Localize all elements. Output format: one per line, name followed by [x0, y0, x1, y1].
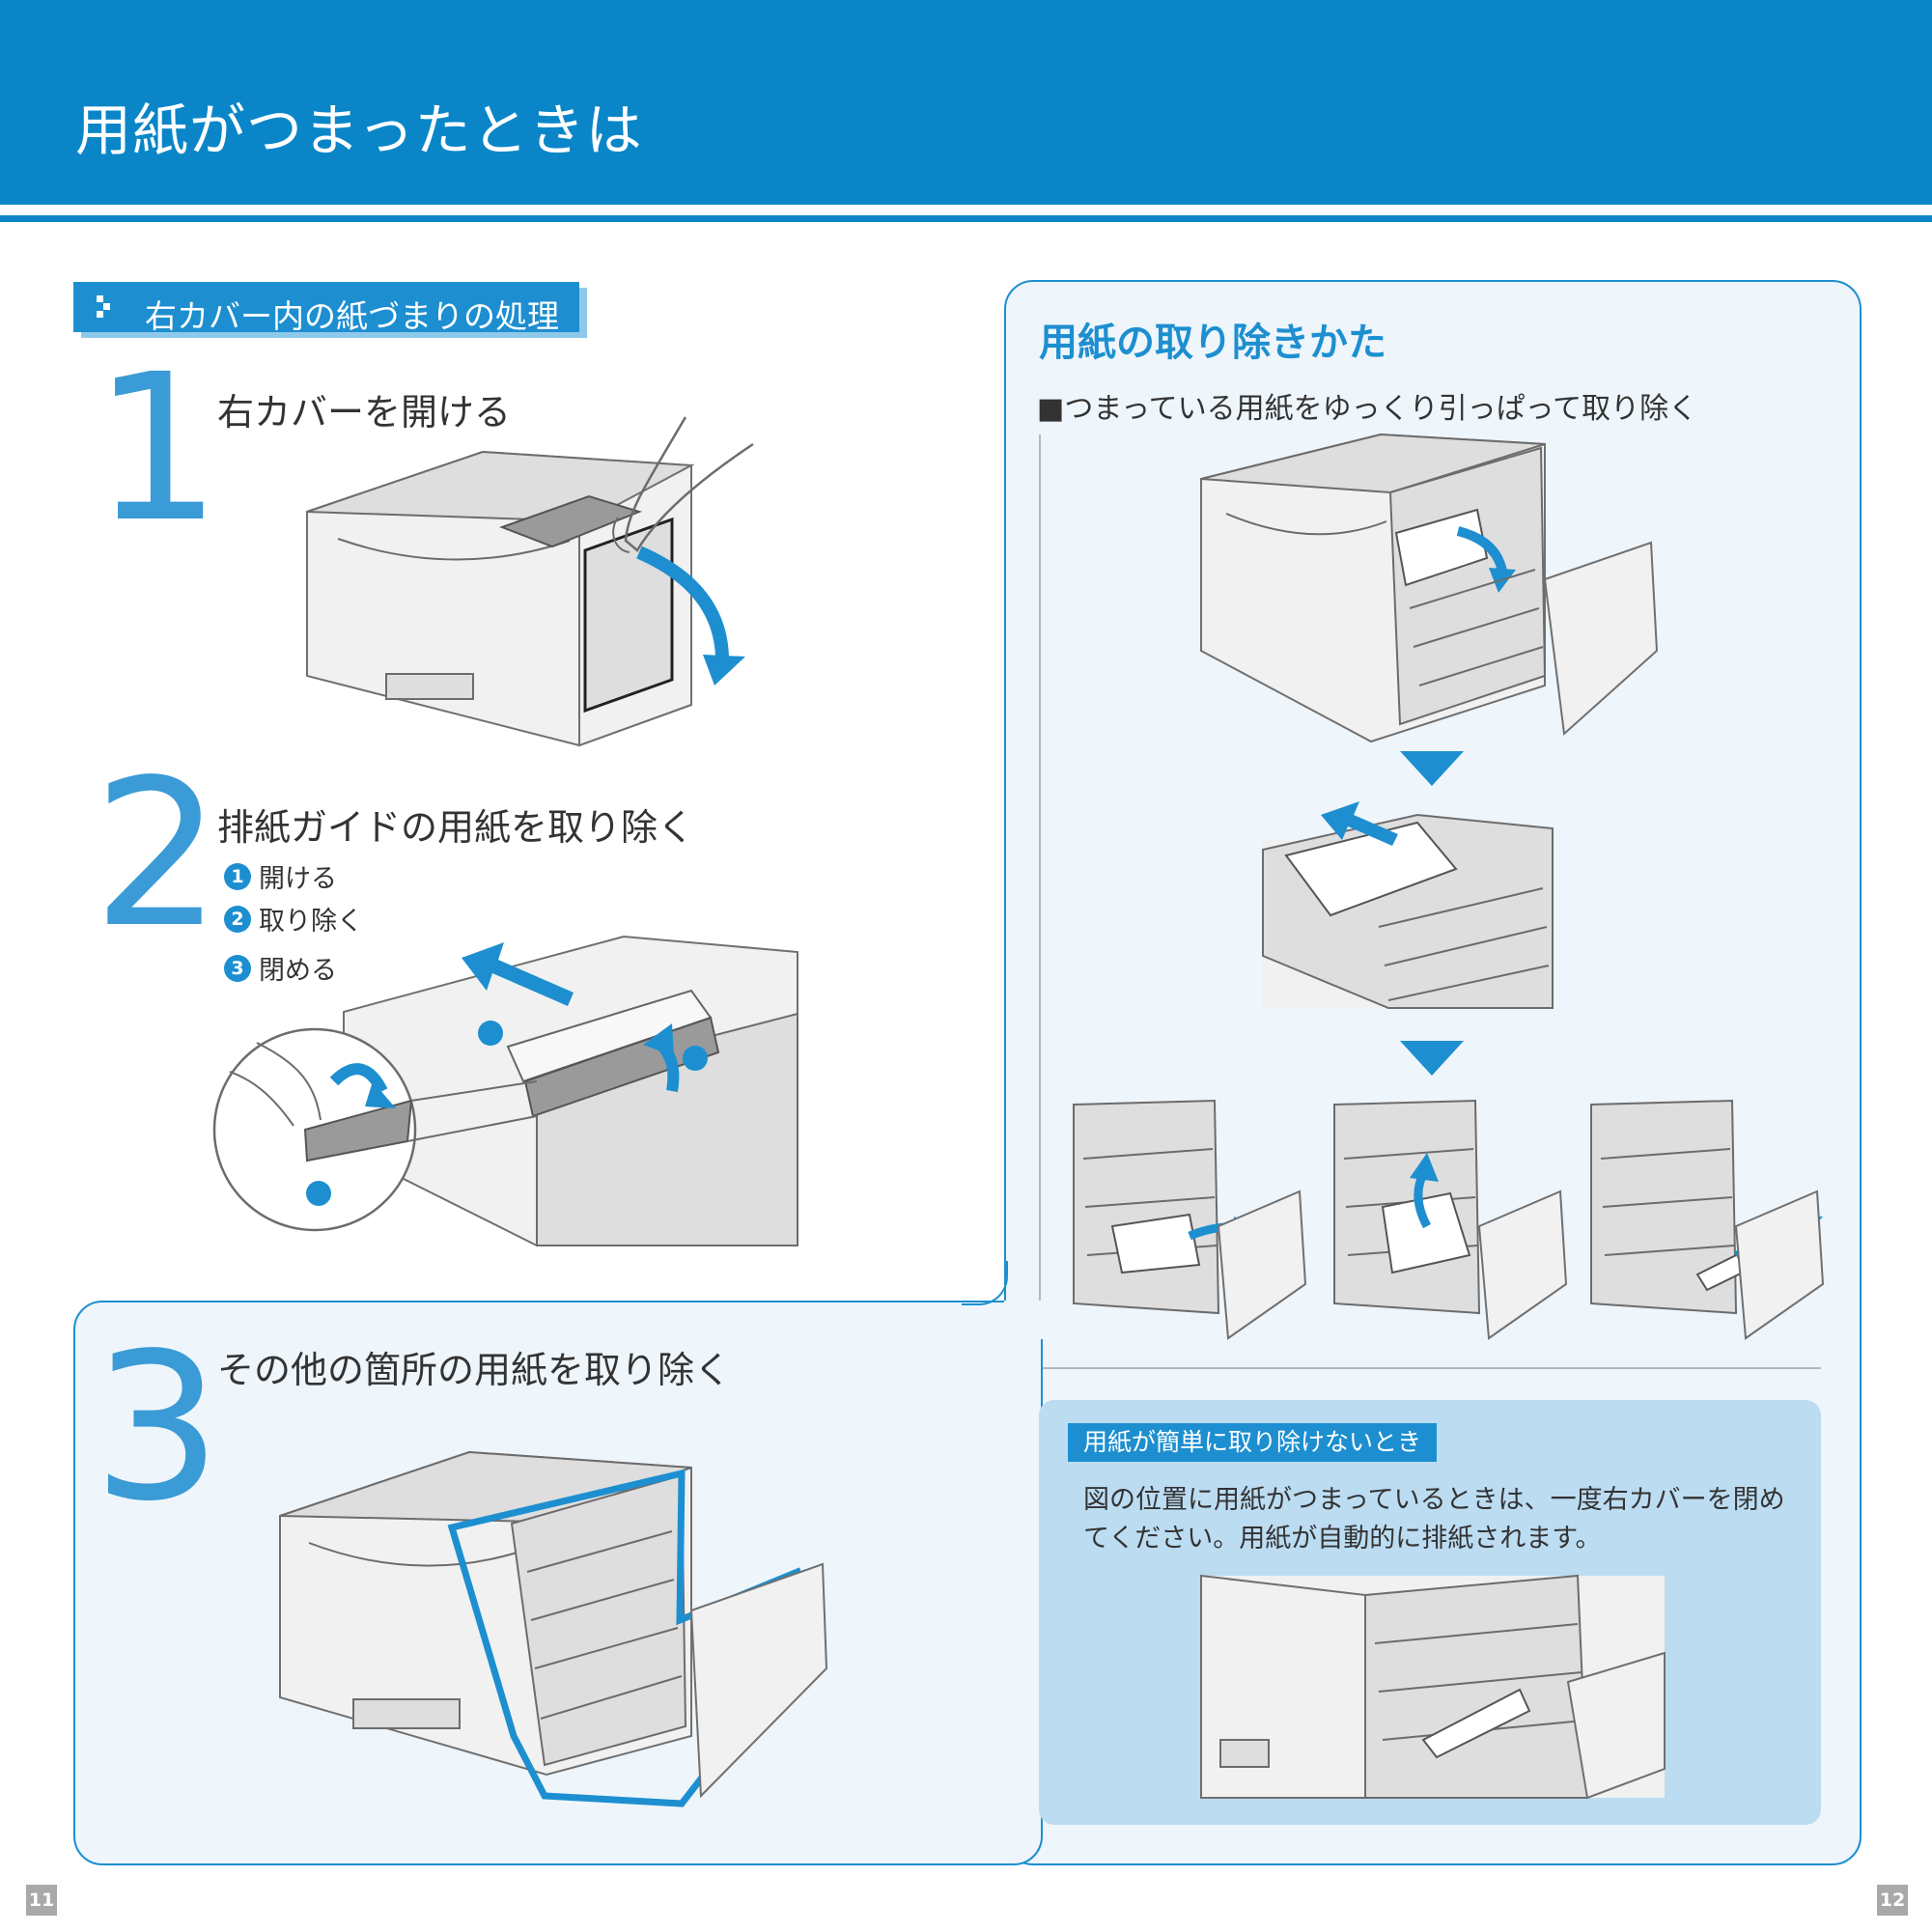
hint-text: 図の位置に用紙がつまっているときは、一度右カバーを閉めてください。用紙が自動的に…	[1083, 1485, 1785, 1554]
step2-substep-1: 1 開ける	[224, 857, 337, 895]
substep-label: 開ける	[259, 864, 337, 894]
removal-panel-subtitle: ■つまっている用紙をゆっくり引っぱって取り除く	[1037, 392, 1698, 426]
step3-number: 3	[93, 1309, 222, 1546]
substep-marker: 3	[224, 954, 251, 982]
page-number-right: 12	[1877, 1885, 1908, 1916]
printer-jam-areas-illustration	[279, 1450, 828, 1807]
hint-label: 用紙が簡単に取り除けないとき	[1068, 1423, 1438, 1462]
section-label-text: 右カバー内の紙づまりの処理	[145, 297, 559, 335]
guide-line-vertical	[1039, 434, 1041, 1369]
output-guide-illustration	[212, 935, 798, 1246]
substep-marker: 2	[224, 905, 251, 933]
jam-removal-illustration-4	[1333, 1099, 1568, 1340]
step-down-arrow-2	[1400, 1041, 1464, 1076]
step2-title: 排紙ガイドの用紙を取り除く	[217, 806, 695, 849]
substep-label: 取り除く	[259, 907, 363, 937]
section-label: 右カバー内の紙づまりの処理	[73, 282, 579, 335]
jam-removal-illustration-3	[1073, 1099, 1307, 1340]
header-rule	[0, 215, 1932, 222]
page-title: 用紙がつまったときは	[75, 98, 643, 163]
jam-removal-illustration-1	[1200, 433, 1659, 743]
guide-line-horizontal	[1039, 1367, 1821, 1369]
step-down-arrow-1	[1400, 751, 1464, 786]
substep-marker: 1	[224, 862, 251, 890]
step2-substep-2: 2 取り除く	[224, 900, 363, 938]
step2-substep-3: 3 閉める	[224, 949, 337, 987]
chevron-right-icon	[97, 295, 110, 318]
step1-title: 右カバーを開ける	[217, 391, 512, 434]
panel-join	[1004, 1301, 1043, 1339]
hint-jam-illustration	[1200, 1574, 1666, 1800]
substep-label: 閉める	[259, 956, 337, 986]
step3-title: その他の箇所の用紙を取り除く	[217, 1349, 732, 1391]
page-number-left: 11	[26, 1885, 57, 1916]
jam-removal-illustration-2	[1262, 801, 1554, 1009]
jam-removal-illustration-5	[1590, 1099, 1825, 1340]
printer-open-cover-illustration	[306, 416, 754, 747]
step1-number: 1	[93, 330, 222, 567]
header-bar	[0, 0, 1932, 205]
removal-panel-title: 用紙の取り除きかた	[1039, 321, 1386, 365]
panel-join-corner	[962, 1261, 1008, 1305]
step2-number: 2	[93, 736, 222, 972]
